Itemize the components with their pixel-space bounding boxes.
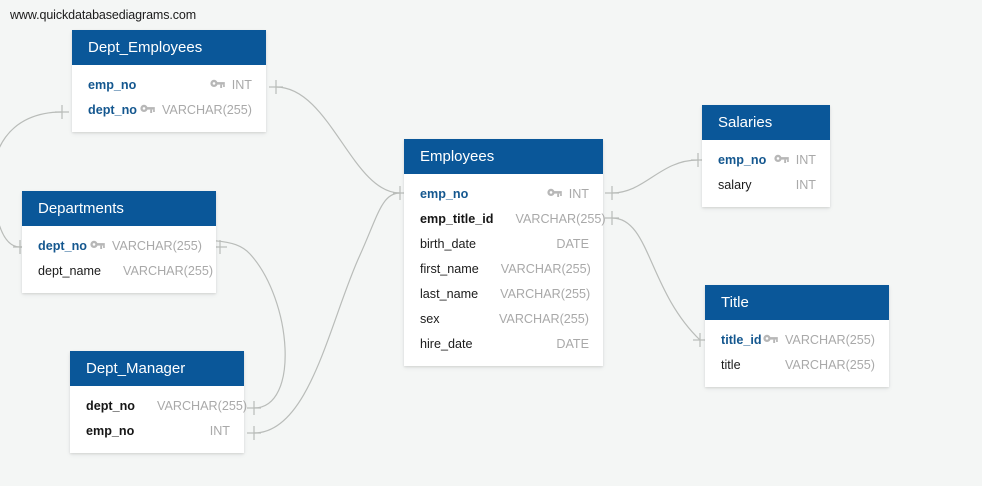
column-type: INT — [795, 177, 816, 192]
column-type: VARCHAR(255) — [156, 398, 248, 413]
connector-endpoint-marker — [269, 80, 283, 94]
table-columns-dept_manager: dept_no VARCHAR(255) emp_no INT — [70, 386, 248, 453]
column-name: hire_date — [420, 336, 473, 351]
relationship-line — [275, 86, 401, 194]
column-name: emp_no — [718, 152, 767, 167]
primary-key-icon — [140, 104, 155, 115]
column-row[interactable]: emp_no INT — [702, 147, 830, 172]
connector-endpoint-marker — [55, 105, 69, 119]
primary-key-icon — [547, 188, 562, 199]
column-name: sex — [420, 311, 440, 326]
watermark-label: www.quickdatabasediagrams.com — [10, 8, 197, 22]
connector-endpoint-marker — [605, 186, 619, 200]
column-name: emp_no — [420, 186, 469, 201]
column-type: VARCHAR(255) — [498, 311, 589, 326]
column-row[interactable]: hire_date DATE — [404, 331, 603, 356]
relationship-line — [611, 217, 701, 341]
relationship-line — [611, 159, 699, 194]
connector-endpoint-marker — [247, 426, 261, 440]
column-name: dept_name — [38, 263, 102, 278]
table-title-title[interactable]: Title — [705, 285, 889, 320]
column-row[interactable]: emp_no INT — [70, 418, 244, 443]
column-row[interactable]: emp_no INT — [404, 181, 603, 206]
connector-endpoint-marker — [605, 211, 619, 225]
column-name: title_id — [721, 332, 762, 347]
table-card-dept_employees[interactable]: Dept_Employees emp_no INT dept_no VARCHAR(25… — [72, 30, 266, 132]
table-title-dept_manager[interactable]: Dept_Manager — [70, 351, 244, 386]
column-name: dept_no — [86, 398, 135, 413]
column-row[interactable]: emp_title_id VARCHAR(255) — [404, 206, 606, 231]
relationship-line — [253, 192, 401, 434]
column-row[interactable]: first_name VARCHAR(255) — [404, 256, 603, 281]
column-name: dept_no — [38, 238, 87, 253]
column-name: emp_no — [86, 423, 135, 438]
table-title-dept_employees[interactable]: Dept_Employees — [72, 30, 266, 65]
column-type: VARCHAR(255) — [123, 263, 214, 278]
column-type: VARCHAR(255) — [784, 357, 875, 372]
column-type: INT — [568, 186, 589, 201]
column-name: title — [721, 357, 741, 372]
column-row[interactable]: title_id VARCHAR(255) — [705, 327, 889, 352]
column-row[interactable]: title VARCHAR(255) — [705, 352, 889, 377]
column-name: birth_date — [420, 236, 477, 251]
table-title-departments[interactable]: Departments — [22, 191, 216, 226]
table-title-salaries[interactable]: Salaries — [702, 105, 830, 140]
column-row[interactable]: dept_no VARCHAR(255) — [22, 233, 216, 258]
column-type: VARCHAR(255) — [161, 102, 252, 117]
column-type: VARCHAR(255) — [500, 261, 591, 276]
column-name: last_name — [420, 286, 479, 301]
column-row[interactable]: sex VARCHAR(255) — [404, 306, 603, 331]
column-row[interactable]: dept_no VARCHAR(255) — [72, 97, 266, 122]
primary-key-icon — [774, 154, 789, 165]
column-name: first_name — [420, 261, 479, 276]
table-columns-dept_employees: emp_no INT dept_no VARCHAR(255) — [72, 65, 266, 132]
column-row[interactable]: salary INT — [702, 172, 830, 197]
primary-key-icon — [763, 334, 778, 345]
column-row[interactable]: last_name VARCHAR(255) — [404, 281, 603, 306]
column-type: INT — [231, 77, 252, 92]
column-type: INT — [209, 423, 230, 438]
column-row[interactable]: birth_date DATE — [404, 231, 603, 256]
column-name: salary — [718, 177, 752, 192]
column-type: DATE — [556, 236, 589, 251]
connector-endpoint-marker — [247, 401, 261, 415]
column-type: VARCHAR(255) — [784, 332, 875, 347]
column-name: emp_no — [88, 77, 137, 92]
column-name: emp_title_id — [420, 211, 494, 226]
column-type: INT — [795, 152, 816, 167]
column-row[interactable]: emp_no INT — [72, 72, 266, 97]
column-type: VARCHAR(255) — [500, 286, 591, 301]
primary-key-icon — [210, 79, 225, 90]
table-card-dept_manager[interactable]: Dept_Manager dept_no VARCHAR(255) emp_no INT — [70, 351, 248, 453]
column-row[interactable]: dept_name VARCHAR(255) — [22, 258, 216, 283]
column-row[interactable]: dept_no VARCHAR(255) — [70, 393, 248, 418]
column-type: VARCHAR(255) — [111, 238, 202, 253]
column-name: dept_no — [88, 102, 137, 117]
primary-key-icon — [90, 240, 105, 251]
column-type: VARCHAR(255) — [515, 211, 606, 226]
table-title-employees[interactable]: Employees — [404, 139, 603, 174]
column-type: DATE — [556, 336, 589, 351]
